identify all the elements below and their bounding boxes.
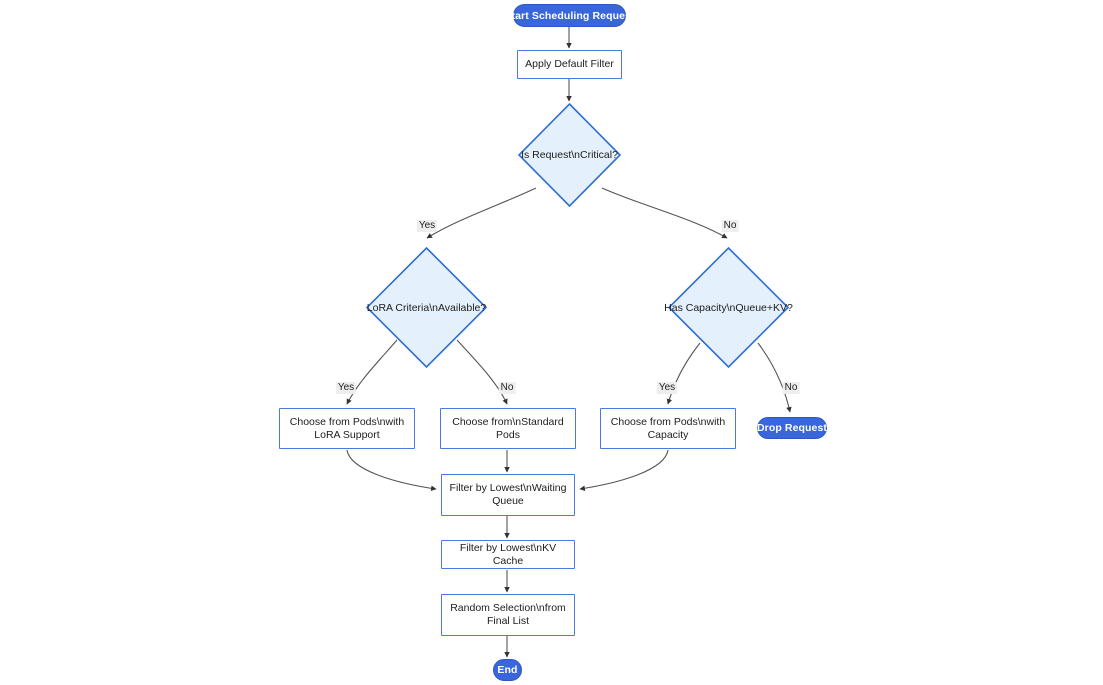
edge-label-lora-yes: Yes — [335, 382, 357, 394]
node-filter-lowest-waiting-queue[interactable]: Filter by Lowest\nWaiting Queue — [441, 474, 575, 516]
node-filter-lowest-waiting-queue-line1: Filter by Lowest\nWaiting — [449, 482, 567, 494]
node-drop-request[interactable]: Drop Request — [757, 417, 827, 439]
node-has-capacity[interactable]: Has Capacity\nQueue+KV? — [664, 247, 793, 368]
node-choose-pods-capacity[interactable]: Choose from Pods\nwith Capacity — [600, 408, 736, 449]
edge-label-capacity-no-text: No — [784, 382, 798, 393]
node-choose-pods-lora-support-line1: Choose from Pods\nwith — [289, 415, 405, 428]
node-drop-request-label: Drop Request — [756, 422, 828, 434]
node-has-capacity-label: Has Capacity\nQueue+KV? — [664, 301, 793, 314]
edge-label-lora-yes-text: Yes — [337, 382, 355, 393]
node-choose-standard-pods[interactable]: Choose from\nStandard Pods — [440, 408, 576, 449]
node-is-request-critical-label: Is Request\nCritical? — [521, 149, 618, 161]
edge-label-capacity-no: No — [782, 382, 800, 394]
edge-label-critical-no-text: No — [723, 220, 737, 231]
edge-label-critical-yes-text: Yes — [418, 220, 436, 231]
node-random-selection-final-list-line2: Final List — [486, 615, 529, 627]
diamond-shape-icon — [366, 247, 487, 368]
edge-choose-capacity-to-filter-queue — [579, 449, 669, 491]
node-end-label: End — [497, 664, 518, 676]
node-apply-default-filter-label: Apply Default Filter — [525, 58, 614, 70]
edge-label-lora-no-text: No — [500, 382, 514, 393]
node-random-selection-final-list-line1: Random Selection\nfrom — [450, 602, 566, 614]
node-filter-lowest-waiting-queue-line2: Queue — [492, 495, 524, 507]
node-choose-pods-capacity-line2: Capacity — [647, 428, 689, 441]
edge-label-lora-no: No — [498, 382, 516, 394]
node-is-request-critical[interactable]: Is Request\nCritical? — [518, 103, 621, 207]
node-choose-pods-capacity-line1: Choose from Pods\nwith — [610, 415, 726, 428]
node-choose-pods-lora-support[interactable]: Choose from Pods\nwith LoRA Support — [279, 408, 415, 449]
node-start-label: Start Scheduling Request — [504, 9, 635, 22]
node-filter-lowest-kv-cache[interactable]: Filter by Lowest\nKV Cache — [441, 540, 575, 569]
edge-label-critical-no: No — [721, 220, 739, 232]
diamond-shape-icon — [668, 247, 789, 368]
node-random-selection-final-list[interactable]: Random Selection\nfrom Final List — [441, 594, 575, 636]
node-choose-pods-lora-support-line2: LoRA Support — [314, 428, 380, 441]
edge-label-critical-yes: Yes — [416, 220, 438, 232]
node-apply-default-filter[interactable]: Apply Default Filter — [517, 50, 622, 79]
node-filter-lowest-kv-cache-label: Filter by Lowest\nKV Cache — [459, 541, 557, 567]
node-lora-criteria-available[interactable]: LoRA Criteria\nAvailable? — [366, 247, 487, 368]
node-choose-standard-pods-line2: Pods — [496, 428, 520, 441]
node-choose-standard-pods-line1: Choose from\nStandard — [452, 415, 564, 428]
diamond-shape-icon — [518, 103, 621, 207]
node-lora-criteria-available-label: LoRA Criteria\nAvailable? — [366, 301, 487, 314]
node-start[interactable]: Start Scheduling Request — [504, 4, 634, 27]
edge-label-capacity-yes: Yes — [656, 382, 678, 394]
edge-label-capacity-yes-text: Yes — [658, 382, 676, 393]
node-end[interactable]: End — [493, 659, 522, 681]
edge-choose-lora-to-filter-queue — [346, 449, 437, 492]
